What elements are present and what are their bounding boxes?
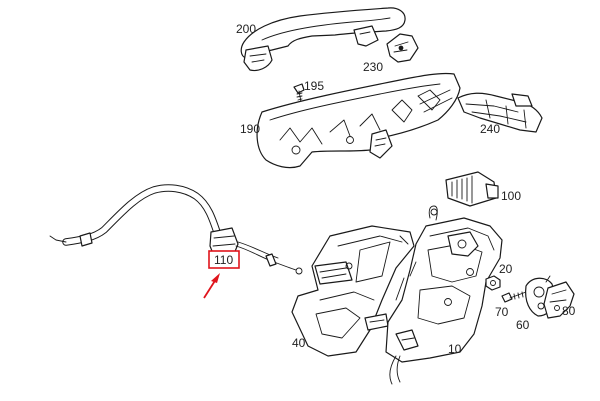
part-100-sensor (445, 171, 499, 207)
label-195: 195 (304, 79, 324, 93)
label-60: 60 (516, 318, 530, 332)
label-230: 230 (363, 60, 383, 74)
label-190: 190 (240, 122, 260, 136)
label-10: 10 (448, 342, 462, 356)
part-240-bracket (457, 92, 543, 133)
part-190-handle-carrier (256, 72, 461, 169)
label-40: 40 (292, 336, 306, 350)
part-200-door-handle (240, 7, 406, 72)
highlight-110: 110 (203, 250, 240, 299)
part-40-carrier (291, 225, 415, 357)
label-100: 100 (501, 189, 521, 203)
part-80-bracket-plate (543, 281, 575, 319)
highlight-box (208, 250, 240, 269)
label-80: 80 (562, 304, 576, 318)
part-70-bolt (501, 291, 527, 303)
label-70: 70 (495, 305, 509, 319)
label-240: 240 (480, 122, 500, 136)
part-230-cover (386, 33, 419, 63)
part-110-bowden-cable (49, 184, 303, 275)
label-110: 110 (214, 253, 233, 267)
label-20: 20 (499, 262, 513, 276)
label-200: 200 (236, 22, 256, 36)
part-10-door-lock (385, 205, 503, 385)
part-20-nut (485, 275, 501, 291)
part-195-screw (293, 83, 305, 103)
highlight-arrow-head (211, 273, 220, 283)
